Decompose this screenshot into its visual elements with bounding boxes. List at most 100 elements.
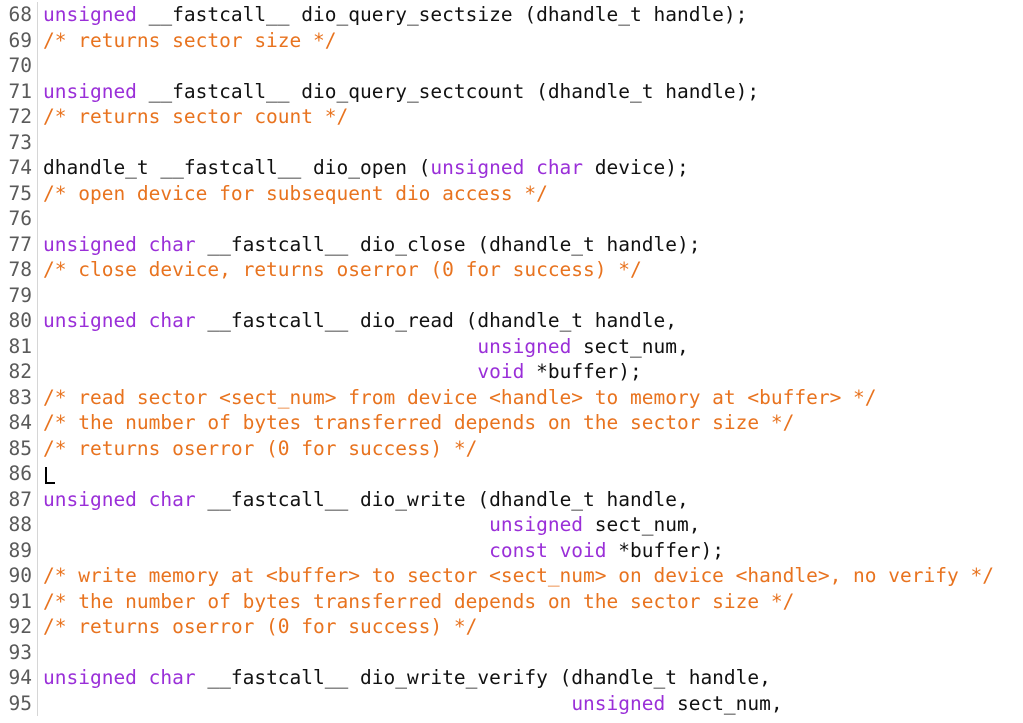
code-token: __fastcall__ dio_write_verify (dhandle_t… <box>195 666 771 689</box>
comment-token: /* the number of bytes transferred depen… <box>43 589 795 613</box>
code-text[interactable]: unsigned sect_num, <box>43 691 782 717</box>
gutter-divider <box>37 690 38 716</box>
gutter-divider <box>37 614 38 640</box>
code-line[interactable]: 86 <box>0 461 1023 487</box>
gutter-divider <box>37 563 38 589</box>
comment-token: /* open device for subsequent dio access… <box>43 181 548 205</box>
code-line[interactable]: 78/* close device, returns oserror (0 fo… <box>0 257 1023 283</box>
code-token: __fastcall__ dio_read (dhandle_t handle, <box>195 309 677 332</box>
code-line[interactable]: 81 unsigned sect_num, <box>0 333 1023 360</box>
line-number: 72 <box>8 105 32 128</box>
keyword-token: unsigned char <box>43 487 196 511</box>
code-line[interactable]: 76 <box>0 206 1023 232</box>
code-line[interactable]: 72 /* returns sector count */ <box>0 104 1023 130</box>
code-text[interactable]: unsigned sect_num, <box>43 512 700 538</box>
keyword-token: unsigned <box>571 691 666 715</box>
code-text[interactable]: unsigned __fastcall__ dio_query_sectsize… <box>43 2 747 28</box>
gutter-divider <box>37 435 38 461</box>
comment-token: /* the number of bytes transferred depen… <box>43 411 795 434</box>
code-text[interactable]: unsigned char __fastcall__ dio_write_ver… <box>43 665 771 691</box>
code-line[interactable]: 93 <box>0 639 1023 665</box>
code-line[interactable]: 80 unsigned char __fastcall__ dio_read (d… <box>0 308 1023 334</box>
code-line[interactable]: 83 /* read sector <sect_num> from device … <box>0 384 1023 411</box>
gutter-divider <box>37 129 38 155</box>
keyword-token: unsigned char <box>43 232 196 256</box>
code-line[interactable]: 70 <box>0 53 1023 79</box>
code-line[interactable]: 85 /* returns oserror (0 for success) */ <box>0 435 1023 462</box>
code-token <box>43 692 571 715</box>
code-text[interactable]: unsigned char __fastcall__ dio_close (dh… <box>43 232 700 258</box>
line-number: 86 <box>8 462 32 485</box>
line-number: 83 <box>8 385 32 409</box>
code-token: sect_num, <box>583 513 701 536</box>
line-number: 87 <box>8 487 32 511</box>
code-line[interactable]: 88 unsigned sect_num, <box>0 512 1023 538</box>
line-number: 74 <box>8 156 32 179</box>
gutter-divider <box>37 359 38 385</box>
comment-token: /* returns sector size */ <box>43 28 337 52</box>
code-line[interactable]: 77 unsigned char __fastcall__ dio_close (… <box>0 231 1023 258</box>
gutter-divider <box>37 53 38 79</box>
code-text[interactable]: unsigned sect_num, <box>43 334 689 360</box>
gutter-divider <box>37 180 38 206</box>
code-token: sect_num, <box>571 334 689 358</box>
code-line[interactable]: 92/* returns oserror (0 for success) */ <box>0 614 1023 640</box>
code-line[interactable]: 82 void *buffer); <box>0 359 1023 385</box>
code-token: *buffer); <box>524 360 642 383</box>
code-line[interactable]: 91/* the number of bytes transferred dep… <box>0 588 1023 615</box>
code-text[interactable]: /* the number of bytes transferred depen… <box>43 410 794 436</box>
keyword-token: unsigned char <box>43 666 196 689</box>
code-line[interactable]: 90 /* write memory at <buffer> to sector … <box>0 563 1023 589</box>
line-number: 77 <box>8 232 32 256</box>
code-text[interactable]: /* returns oserror (0 for success) */ <box>43 614 477 640</box>
line-number: 85 <box>8 436 32 460</box>
code-line[interactable]: 84/* the number of bytes transferred dep… <box>0 410 1023 436</box>
gutter-divider <box>37 78 38 104</box>
code-text[interactable]: unsigned char __fastcall__ dio_read (dha… <box>43 308 677 334</box>
code-line[interactable]: 73 <box>0 129 1023 155</box>
line-number: 90 <box>8 564 32 587</box>
code-line[interactable]: 79 <box>0 282 1023 308</box>
code-line[interactable]: 74 dhandle_t __fastcall__ dio_open (unsig… <box>0 155 1023 181</box>
code-line[interactable]: 75/* open device for subsequent dio acce… <box>0 180 1023 207</box>
code-text[interactable]: /* close device, returns oserror (0 for … <box>43 257 642 283</box>
line-number: 76 <box>8 207 32 230</box>
code-text[interactable]: unsigned char __fastcall__ dio_write (dh… <box>43 487 689 513</box>
code-text[interactable]: /* read sector <sect_num> from device <h… <box>43 385 877 411</box>
code-line[interactable]: 89 const void *buffer); <box>0 537 1023 564</box>
code-line[interactable]: 94 unsigned char __fastcall__ dio_write_v… <box>0 665 1023 691</box>
text-cursor-icon <box>43 465 55 485</box>
gutter-divider <box>37 308 38 334</box>
comment-token: /* returns oserror (0 for success) */ <box>43 615 478 638</box>
code-text[interactable]: /* write memory at <buffer> to sector <s… <box>43 563 994 589</box>
gutter-divider <box>37 104 38 130</box>
code-text[interactable]: dhandle_t __fastcall__ dio_open (unsigne… <box>43 155 689 181</box>
code-line[interactable]: 95 unsigned sect_num, <box>0 690 1023 717</box>
code-text[interactable]: void *buffer); <box>43 359 642 385</box>
code-line[interactable]: 69/* returns sector size */ <box>0 27 1023 54</box>
code-text[interactable]: const void *buffer); <box>43 538 724 564</box>
keyword-token: unsigned <box>43 79 137 103</box>
code-text[interactable]: /* open device for subsequent dio access… <box>43 181 548 207</box>
keyword-token: unsigned char <box>43 309 196 332</box>
code-text[interactable] <box>43 461 55 487</box>
gutter-divider <box>37 537 38 563</box>
comment-token: /* returns sector count */ <box>43 105 349 128</box>
code-token: __fastcall__ dio_close (dhandle_t handle… <box>195 232 701 256</box>
line-number: 80 <box>8 309 32 332</box>
gutter-divider <box>37 257 38 283</box>
code-text[interactable]: /* returns oserror (0 for success) */ <box>43 436 477 462</box>
code-text[interactable]: /* returns sector size */ <box>43 28 337 54</box>
code-text[interactable]: /* the number of bytes transferred depen… <box>43 589 794 615</box>
line-number: 82 <box>8 360 32 383</box>
code-line[interactable]: 87 unsigned char __fastcall__ dio_write (… <box>0 486 1023 513</box>
code-token: dhandle_t __fastcall__ dio_open ( <box>43 156 431 179</box>
code-text[interactable]: /* returns sector count */ <box>43 104 348 130</box>
code-token: device); <box>583 156 689 179</box>
line-number: 94 <box>8 666 32 689</box>
code-text[interactable]: unsigned __fastcall__ dio_query_sectcoun… <box>43 79 759 105</box>
line-number: 95 <box>8 691 32 715</box>
